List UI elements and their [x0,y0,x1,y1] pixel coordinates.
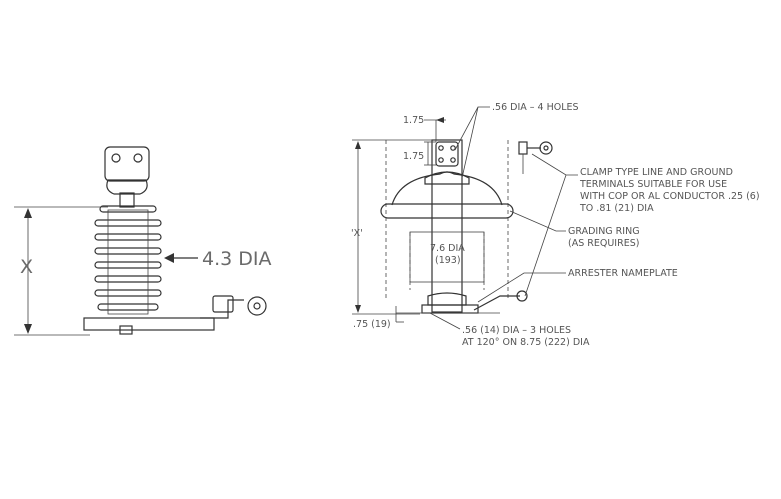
clamp-note-line4: TO .81 (21) DIA [579,203,654,214]
left-height-label: X [20,256,33,278]
left-base-stud [119,325,133,335]
grading-ring-line1: GRADING RING [568,226,640,237]
clamp-note-line2: TERMINALS SUITABLE FOR USE [579,179,727,190]
left-base-plate [83,317,215,331]
nameplate-label: ARRESTER NAMEPLATE [568,268,678,279]
left-ground-terminal [247,296,267,316]
right-ground-terminal [516,290,528,302]
grading-ring-arc [391,171,503,206]
left-terminal-hole [133,153,143,163]
clamp-note-line3: WITH COP OR AL CONDUCTOR .25 (6) [580,191,760,202]
right-arrester-body [431,139,463,313]
dim-top-height: 1.75 [403,151,424,162]
left-terminal-clamp [106,179,148,195]
left-terminal-stud [119,192,135,208]
grading-ring-line2: (AS REQUIRES) [568,238,639,249]
base-holes-line2: AT 120° ON 8.75 (222) DIA [462,337,590,348]
body-dia-line2: (193) [435,255,461,266]
top-holes-label: .56 DIA – 4 HOLES [492,102,579,113]
base-offset-label: .75 (19) [353,319,391,330]
left-arrester-view: X 4.3 DIA [14,146,272,336]
right-height-label: 'X' [351,228,363,239]
base-holes-line1: .56 (14) DIA – 3 HOLES [462,325,571,336]
clamp-terminal-detail [518,141,553,174]
left-terminal-hole [111,153,121,163]
left-ground-bracket [200,299,244,319]
clamp-note-line1: CLAMP TYPE LINE AND GROUND [580,167,733,178]
body-dia-line1: 7.6 DIA [430,243,465,254]
grading-ring [380,203,514,219]
right-nameplate-bracket [473,295,520,311]
left-top-terminal-plate [104,146,150,182]
left-ground-clamp [212,295,234,313]
right-top-terminal [435,141,459,167]
left-insulator-sheds [94,205,162,315]
right-arrester-view: 'X' 1.75 1.75 .56 DIA – 4 HOLES 7.6 DIA … [351,102,760,348]
dim-top-width: 1.75 [403,115,424,126]
left-diameter-label: 4.3 DIA [202,248,272,270]
